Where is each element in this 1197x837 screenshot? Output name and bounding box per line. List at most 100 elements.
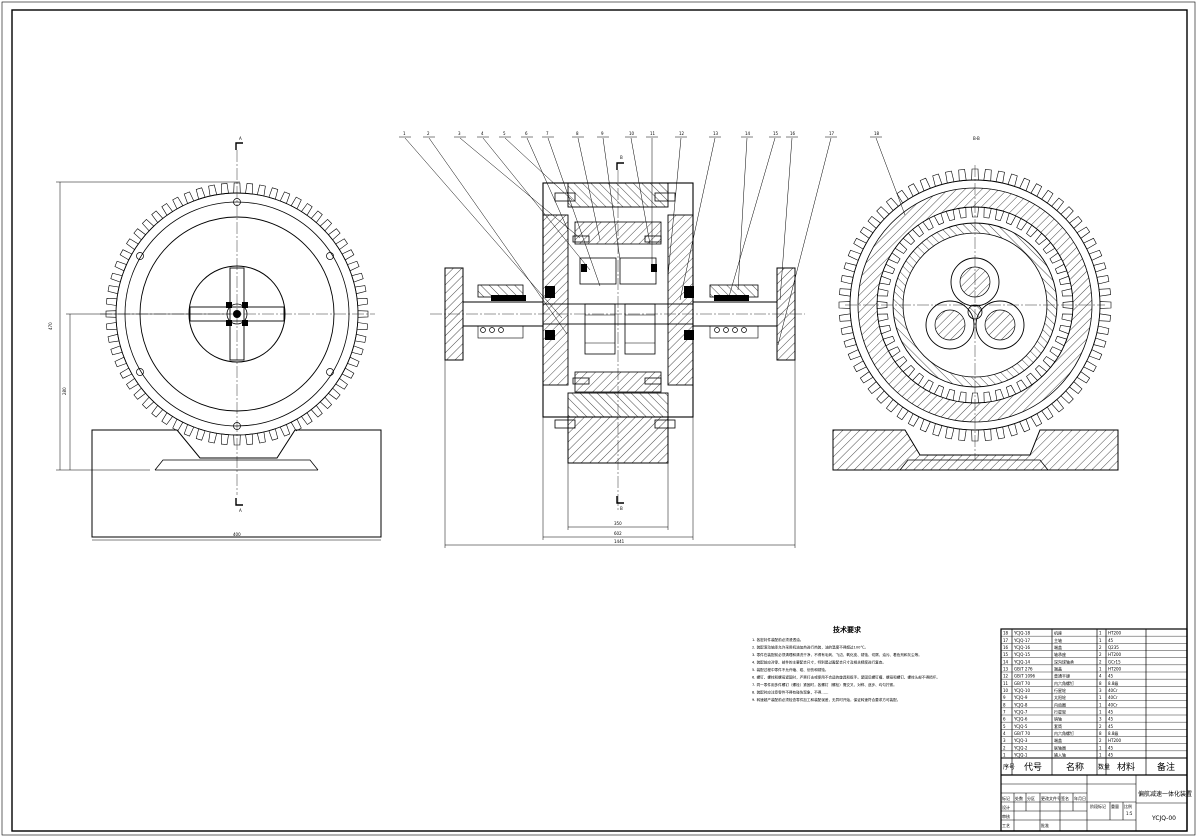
tb-weight: 重量: [1111, 803, 1119, 809]
bom-cell: 8: [1099, 681, 1102, 686]
gear-tooth: [256, 184, 266, 197]
mid-flange-dim: 602: [614, 531, 622, 536]
bom-cell: 主轴: [1054, 637, 1062, 643]
left-width-dim: 400: [233, 532, 241, 537]
inner-gear-tooth: [1005, 212, 1017, 226]
gear-tooth: [958, 428, 967, 441]
tech-title: 技术要求: [833, 625, 862, 634]
inner-gear-tooth: [879, 324, 892, 335]
gear-tooth: [356, 322, 368, 331]
bom-cell: HT200: [1108, 652, 1122, 657]
gear-tooth: [133, 228, 147, 241]
gear-tooth: [310, 404, 323, 418]
bom-cell: 1: [1099, 710, 1102, 715]
bom-cell: YCJQ-3: [1013, 738, 1028, 743]
leader-line: [504, 137, 573, 201]
part-number: 15: [773, 131, 779, 136]
gear-tooth: [327, 387, 341, 400]
gear-tooth: [141, 396, 155, 410]
bom-cell: 17: [1003, 638, 1009, 643]
inner-gear-tooth: [1058, 324, 1071, 335]
gear-tooth: [1068, 215, 1083, 229]
bom-cell: 4: [1099, 674, 1102, 679]
inner-gear-tooth: [983, 207, 992, 219]
bom-cell: 销轴: [1054, 716, 1062, 722]
inner-gear-tooth: [933, 384, 945, 398]
bom-cell: 45: [1108, 674, 1114, 679]
tb-drawing-name: 偏航减速一体化装置: [1138, 790, 1192, 798]
gear-tooth: [245, 433, 254, 445]
technical-requirements: 技术要求 1. 各密封件装配前必须浸透油。2. 装配滚动轴承允许采用机油加热进行…: [752, 625, 940, 702]
part-number: 3: [458, 131, 461, 136]
bom-cell: 2: [1003, 745, 1006, 750]
gear-tooth: [945, 170, 955, 184]
tb-mark-4: 签名: [1061, 795, 1069, 801]
bom-cell: 16: [1003, 645, 1009, 650]
section-mark-mid-top: B: [620, 155, 623, 160]
section-mark-mid-bottom: B: [620, 506, 623, 511]
part-number: 5: [503, 131, 506, 136]
inner-gear-tooth: [912, 224, 924, 238]
inner-gear-tooth: [1042, 356, 1056, 368]
inner-gear-tooth: [983, 391, 992, 403]
inner-gear-tooth: [1054, 335, 1068, 347]
bom-cell: YCJQ-8: [1013, 702, 1028, 707]
bom-cell: 1: [1099, 638, 1102, 643]
gear-tooth: [983, 428, 992, 441]
inner-gear-tooth: [922, 217, 934, 231]
bom-cell: 40Cr: [1108, 688, 1118, 693]
part-number: 10: [629, 131, 635, 136]
inner-gear-tooth: [1061, 288, 1073, 297]
gear-tooth: [151, 404, 164, 418]
gear-tooth: [876, 206, 890, 220]
bom-cell: 18: [1003, 631, 1009, 636]
gear-tooth: [356, 297, 368, 306]
leader-line: [602, 137, 621, 261]
gear-tooth: [335, 377, 348, 390]
gear-tooth: [290, 418, 302, 432]
inner-gear-tooth: [1061, 313, 1073, 322]
tb-mark-3: 更改文件号: [1041, 795, 1061, 801]
tech-requirement-line: 1. 各密封件装配前必须浸透油。: [752, 637, 803, 642]
tb-scale: 1:5: [1126, 811, 1133, 816]
bom-cell: 8: [1099, 731, 1102, 736]
inner-gear-tooth: [1016, 379, 1028, 393]
leader-line: [630, 137, 651, 245]
gear-tooth: [885, 398, 899, 413]
bom-cell: 2: [1099, 738, 1102, 743]
bom-cell: 内六角螺钉: [1054, 730, 1074, 736]
inner-gear-tooth: [894, 242, 908, 254]
section-mark-right-top: B-B: [973, 136, 980, 141]
right-section-view: B-B: [832, 136, 1119, 471]
gear-tooth: [1041, 189, 1054, 204]
gear-tooth: [1051, 398, 1065, 413]
inner-gear-tooth: [882, 335, 896, 347]
bom-cell: 8.8级: [1108, 680, 1118, 686]
bom-cell: 端盖: [1054, 737, 1062, 743]
gear-tooth: [840, 325, 854, 335]
inner-gear-tooth: [958, 391, 967, 403]
bom-header-name: 名称: [1066, 761, 1084, 773]
bom-cell: 6: [1003, 717, 1006, 722]
gear-tooth: [995, 426, 1005, 440]
bom-cell: 1: [1099, 695, 1102, 700]
part-number: 8: [576, 131, 579, 136]
part-number: 6: [525, 131, 528, 136]
gear-tooth: [896, 189, 909, 204]
bom-cell: 1: [1003, 753, 1006, 758]
leader-line: [547, 137, 601, 287]
inner-gear-tooth: [1058, 275, 1071, 286]
section-mark-left-top: A: [239, 136, 242, 141]
bom-header-seq: 序号: [1003, 763, 1015, 771]
section-mark-left-bottom: A: [239, 508, 242, 513]
gear-tooth: [341, 249, 355, 261]
bom-cell: YCJQ-5: [1013, 724, 1028, 729]
inner-gear-tooth: [1049, 346, 1063, 358]
tb-mark-1: 处数: [1015, 795, 1023, 801]
bom-cell: 1: [1099, 667, 1102, 672]
bom-cell: 12: [1003, 674, 1009, 679]
leader-line: [404, 137, 563, 319]
bom-cell: YCJQ-10: [1013, 688, 1030, 693]
gear-tooth: [1076, 371, 1091, 384]
